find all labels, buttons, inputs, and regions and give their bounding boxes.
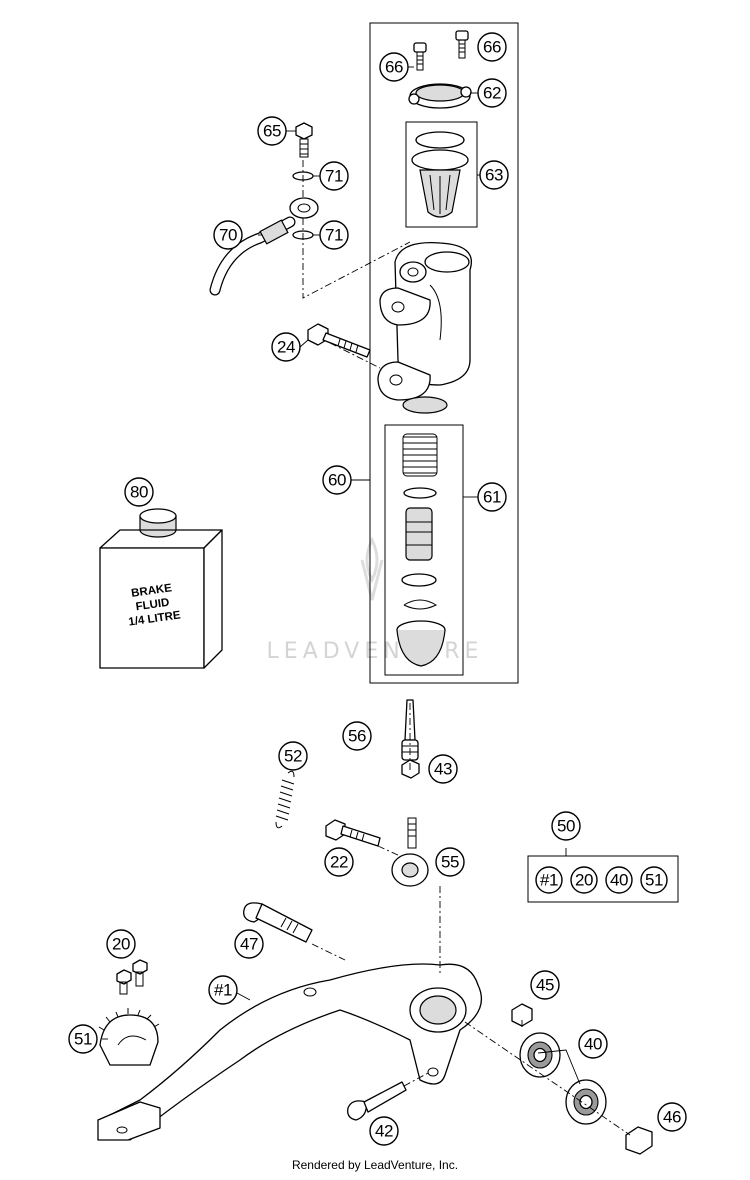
callout-24[interactable]: 24 — [271, 332, 301, 362]
reservoir-cap — [408, 83, 472, 109]
svg-text:66: 66 — [483, 38, 501, 57]
brake-hose — [209, 197, 319, 296]
watermark: LEADVENTURE — [267, 536, 484, 664]
svg-text:52: 52 — [284, 747, 302, 766]
master-cylinder-mounting-bolt — [307, 323, 371, 358]
svg-text:50: 50 — [557, 817, 575, 836]
piston-kit-box — [384, 424, 464, 676]
pedal-nut — [511, 1003, 533, 1027]
svg-text:61: 61 — [483, 488, 501, 507]
svg-text:66: 66 — [385, 58, 403, 77]
callout-40[interactable]: 40 — [578, 1029, 608, 1059]
watermark-text: LEADVENTURE — [267, 639, 484, 664]
callout-47[interactable]: 47 — [234, 929, 264, 959]
callout-71-top[interactable]: 71 — [319, 161, 349, 191]
brake-fluid-label-line2: FLUID — [135, 597, 170, 614]
clevis-bolt — [325, 819, 381, 847]
callout-61[interactable]: 61 — [477, 482, 507, 512]
callout-63[interactable]: 63 — [479, 160, 509, 190]
callout-46[interactable]: 46 — [657, 1102, 687, 1132]
svg-text:70: 70 — [219, 226, 237, 245]
callout-62[interactable]: 62 — [477, 78, 507, 108]
callout-pedal[interactable]: #1 — [208, 975, 238, 1005]
svg-text:45: 45 — [536, 976, 554, 995]
svg-text:40: 40 — [584, 1035, 602, 1054]
reservoir-screw-left — [413, 42, 427, 71]
bearing-one — [519, 1032, 561, 1078]
piston — [405, 507, 433, 561]
pedal-pivot-bolt — [243, 902, 313, 943]
svg-text:71: 71 — [325, 226, 343, 245]
callout-22[interactable]: 22 — [324, 847, 354, 877]
brake-pedal-kit-box — [527, 855, 679, 903]
svg-text:80: 80 — [130, 483, 148, 502]
reservoir-diaphragm — [411, 131, 469, 218]
callout-60[interactable]: 60 — [322, 465, 352, 495]
callout-55[interactable]: 55 — [435, 847, 465, 877]
svg-text:62: 62 — [483, 84, 501, 103]
master-cylinder-group-box — [369, 22, 519, 684]
svg-text:63: 63 — [485, 166, 503, 185]
callout-80[interactable]: 80 — [124, 477, 154, 507]
callout-66-left[interactable]: 66 — [379, 52, 409, 82]
svg-text:65: 65 — [263, 122, 281, 141]
lock-nut — [401, 759, 420, 779]
pivot-nut — [625, 1126, 653, 1155]
brake-fluid-label-line1: BRAKE — [131, 582, 173, 600]
svg-text:#1: #1 — [540, 871, 558, 890]
callout-65[interactable]: 65 — [257, 116, 287, 146]
svg-text:51: 51 — [74, 1030, 92, 1049]
callout-66-right[interactable]: 66 — [477, 32, 507, 62]
piston-spring — [402, 433, 438, 477]
callout-45[interactable]: 45 — [530, 970, 560, 1000]
callout-52[interactable]: 52 — [278, 741, 308, 771]
bearing-two — [565, 1079, 607, 1125]
callout-51[interactable]: 51 — [68, 1024, 98, 1054]
callout-71-bottom[interactable]: 71 — [319, 220, 349, 250]
svg-text:42: 42 — [375, 1122, 393, 1141]
reservoir-screw-right — [455, 30, 469, 59]
callout-42[interactable]: 42 — [369, 1116, 399, 1146]
brake-pedal — [97, 963, 483, 1141]
return-spring — [275, 770, 295, 829]
svg-text:24: 24 — [277, 338, 295, 357]
pedal-step — [98, 1008, 160, 1066]
leader-lines — [102, 66, 631, 1136]
kit-callout-20[interactable]: 20 — [570, 866, 598, 894]
clevis — [391, 817, 429, 887]
pedal-bolt — [347, 1081, 407, 1121]
kit-callout-40[interactable]: 40 — [605, 866, 633, 894]
svg-text:47: 47 — [240, 935, 258, 954]
callout-43[interactable]: 43 — [428, 754, 458, 784]
footer-credit: Rendered by LeadVenture, Inc. — [292, 1158, 458, 1172]
svg-text:43: 43 — [434, 760, 452, 779]
banjo-bolt — [295, 122, 313, 158]
reservoir-cap-kit-box — [405, 121, 478, 228]
step-screws — [116, 959, 148, 995]
callout-70[interactable]: 70 — [213, 220, 243, 250]
dust-boot — [396, 620, 446, 667]
kit-callout-51[interactable]: 51 — [640, 866, 668, 894]
master-cylinder-body — [377, 241, 472, 414]
svg-text:71: 71 — [325, 167, 343, 186]
piston-washer-bottom — [401, 573, 437, 587]
kit-callout-pedal[interactable]: #1 — [535, 866, 563, 894]
svg-text:51: 51 — [645, 871, 663, 890]
brake-fluid-bottle: BRAKE FLUID 1/4 LITRE — [99, 508, 223, 669]
piston-washer-top — [403, 487, 437, 499]
svg-text:60: 60 — [328, 471, 346, 490]
svg-text:22: 22 — [330, 853, 348, 872]
svg-text:20: 20 — [575, 871, 593, 890]
svg-text:46: 46 — [663, 1108, 681, 1127]
svg-text:20: 20 — [112, 935, 130, 954]
callout-50[interactable]: 50 — [551, 811, 581, 841]
circlip — [403, 599, 438, 610]
svg-text:#1: #1 — [214, 981, 232, 1000]
callout-56[interactable]: 56 — [342, 721, 372, 751]
svg-text:56: 56 — [348, 727, 366, 746]
svg-text:40: 40 — [610, 871, 628, 890]
svg-text:55: 55 — [441, 853, 459, 872]
callout-20[interactable]: 20 — [106, 929, 136, 959]
